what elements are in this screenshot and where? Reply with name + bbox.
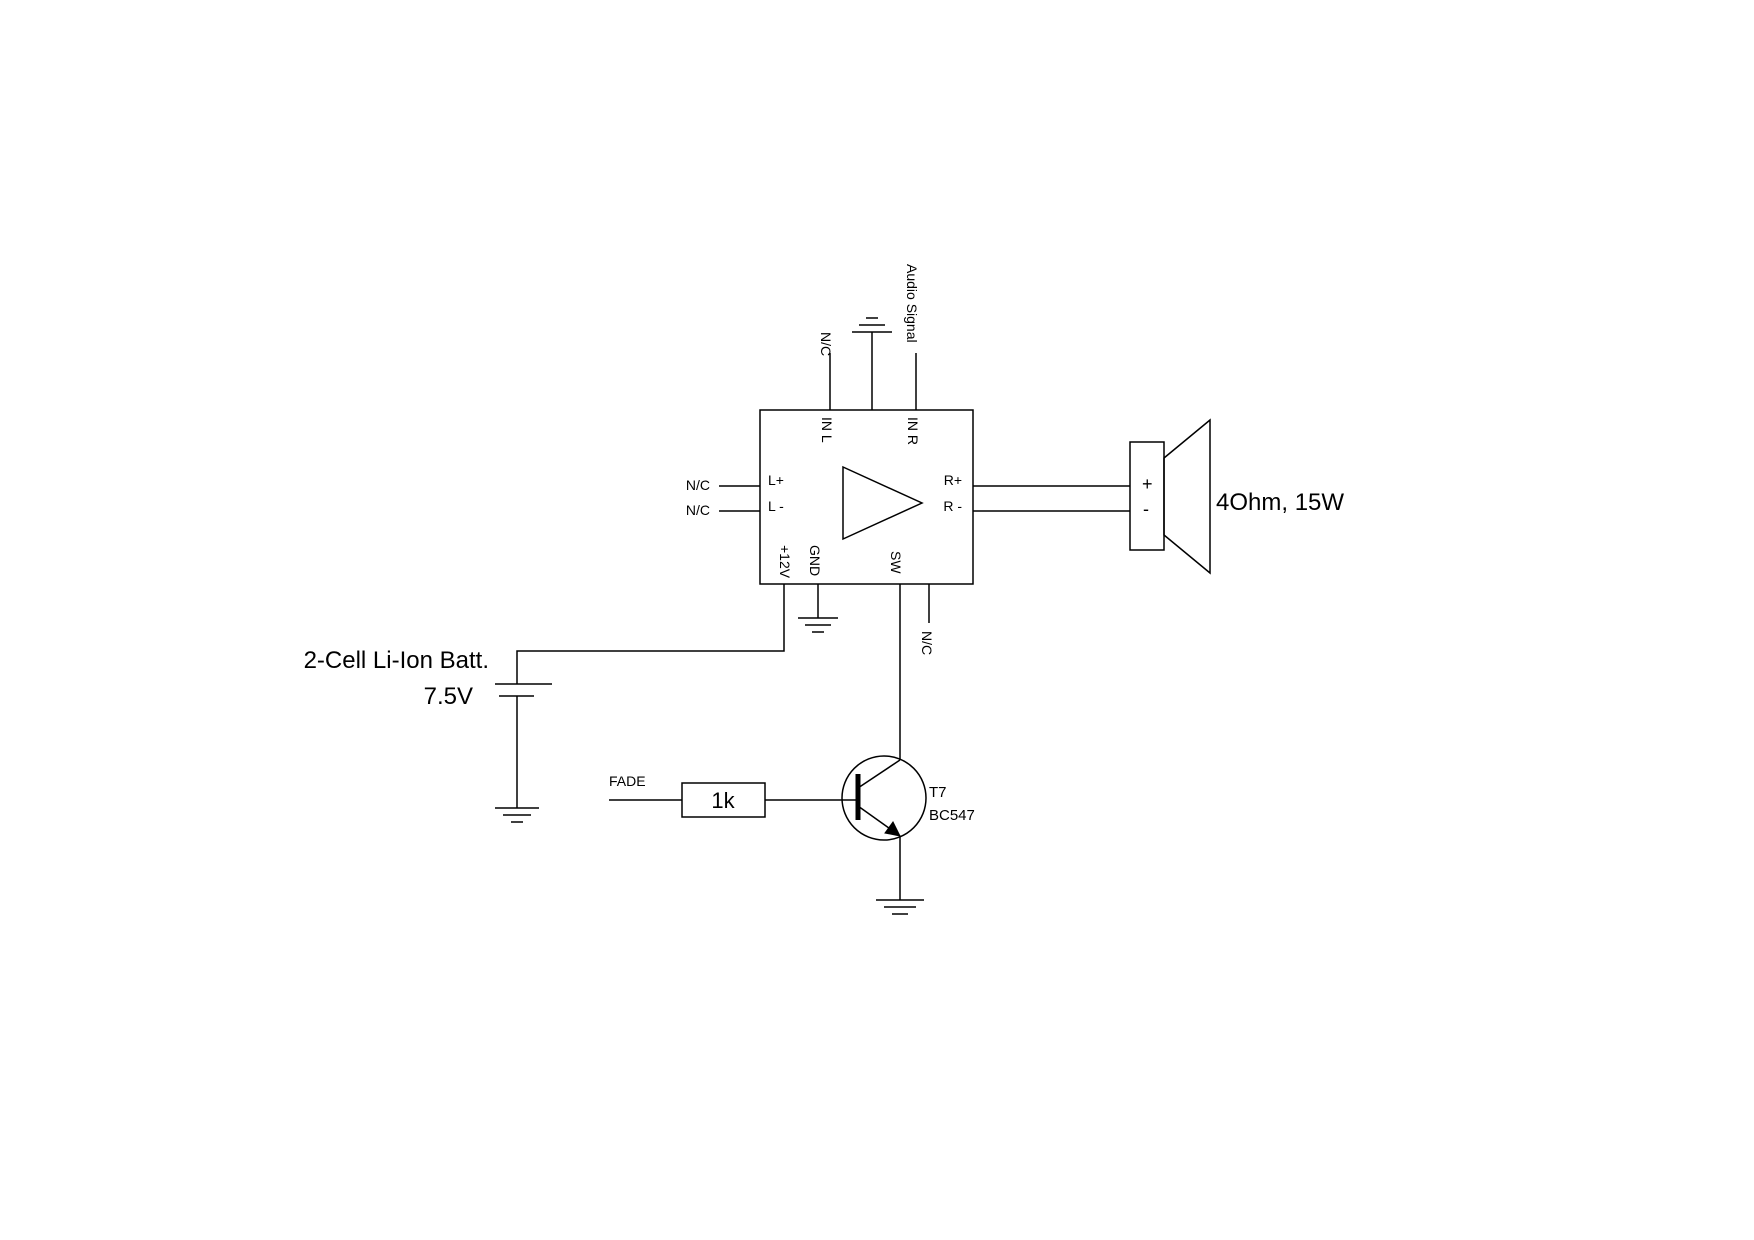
supply-wire bbox=[516, 584, 785, 684]
speaker-plus-label: + bbox=[1142, 474, 1153, 494]
transistor-ground-symbol bbox=[876, 899, 924, 915]
shield-ground-symbol bbox=[852, 317, 892, 333]
transistor-part: BC547 bbox=[929, 807, 975, 824]
pin-label-gnd: GND bbox=[807, 545, 823, 576]
nc-label-l-plus: N/C bbox=[686, 477, 710, 493]
battery-voltage: 7.5V bbox=[424, 683, 473, 710]
speaker-label: 4Ohm, 15W bbox=[1216, 489, 1344, 516]
speaker-cone bbox=[1163, 418, 1211, 575]
battery-label: 2-Cell Li-Ion Batt. bbox=[304, 647, 489, 674]
amplifier-triangle-symbol bbox=[842, 465, 924, 541]
amplifier-module bbox=[759, 409, 974, 585]
battery-ground-symbol bbox=[495, 807, 539, 823]
speaker-minus-label: - bbox=[1143, 499, 1149, 519]
nc-label-l-minus: N/C bbox=[686, 502, 710, 518]
transistor-symbol bbox=[841, 755, 927, 841]
pin-label-in-r: IN R bbox=[905, 417, 921, 445]
pin-label-sw: SW bbox=[888, 551, 904, 574]
speaker-magnet bbox=[1129, 441, 1165, 551]
audio-signal-label: Audio Signal bbox=[904, 264, 920, 343]
pin-label-r-minus: R - bbox=[943, 498, 962, 514]
resistor-value: 1k bbox=[711, 788, 735, 813]
amp-ground-symbol bbox=[798, 617, 838, 633]
pin-label-in-l: IN L bbox=[819, 417, 835, 443]
nc-label-sw-side: N/C bbox=[919, 631, 935, 655]
transistor-ref: T7 bbox=[929, 784, 947, 801]
nc-label-in-l: N/C bbox=[818, 332, 834, 356]
pin-label-l-minus: L - bbox=[768, 498, 784, 514]
pin-label-l-plus: L+ bbox=[768, 472, 784, 488]
pin-label-r-plus: R+ bbox=[944, 472, 962, 488]
fade-label: FADE bbox=[609, 773, 646, 789]
pin-label-12v: +12V bbox=[777, 545, 793, 579]
